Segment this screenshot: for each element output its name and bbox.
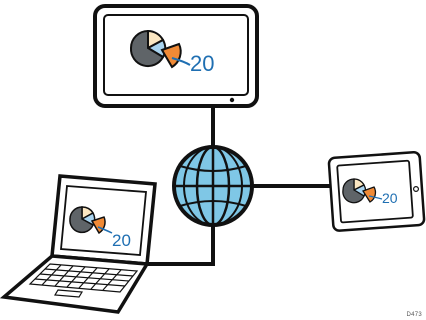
whiteboard-device: 20 (93, 4, 259, 108)
connection-lines (148, 106, 330, 266)
tablet-home-button (413, 186, 420, 193)
whiteboard-value-label: 20 (190, 51, 214, 76)
laptop-base (0, 254, 150, 314)
line-globe-laptop (148, 225, 215, 266)
figure-code: D473 (406, 312, 422, 318)
tablet-device: 20 (327, 151, 426, 232)
globe-icon (172, 145, 254, 227)
tablet-value-label: 20 (382, 190, 398, 206)
laptop-keyboard (28, 263, 139, 298)
laptop-device: 20 (0, 174, 157, 314)
whiteboard-power-button (229, 97, 235, 103)
laptop-value-label: 20 (112, 231, 131, 250)
pie-chart-icon (69, 206, 113, 235)
pie-chart-icon (129, 29, 191, 69)
pie-chart-icon (342, 178, 383, 204)
